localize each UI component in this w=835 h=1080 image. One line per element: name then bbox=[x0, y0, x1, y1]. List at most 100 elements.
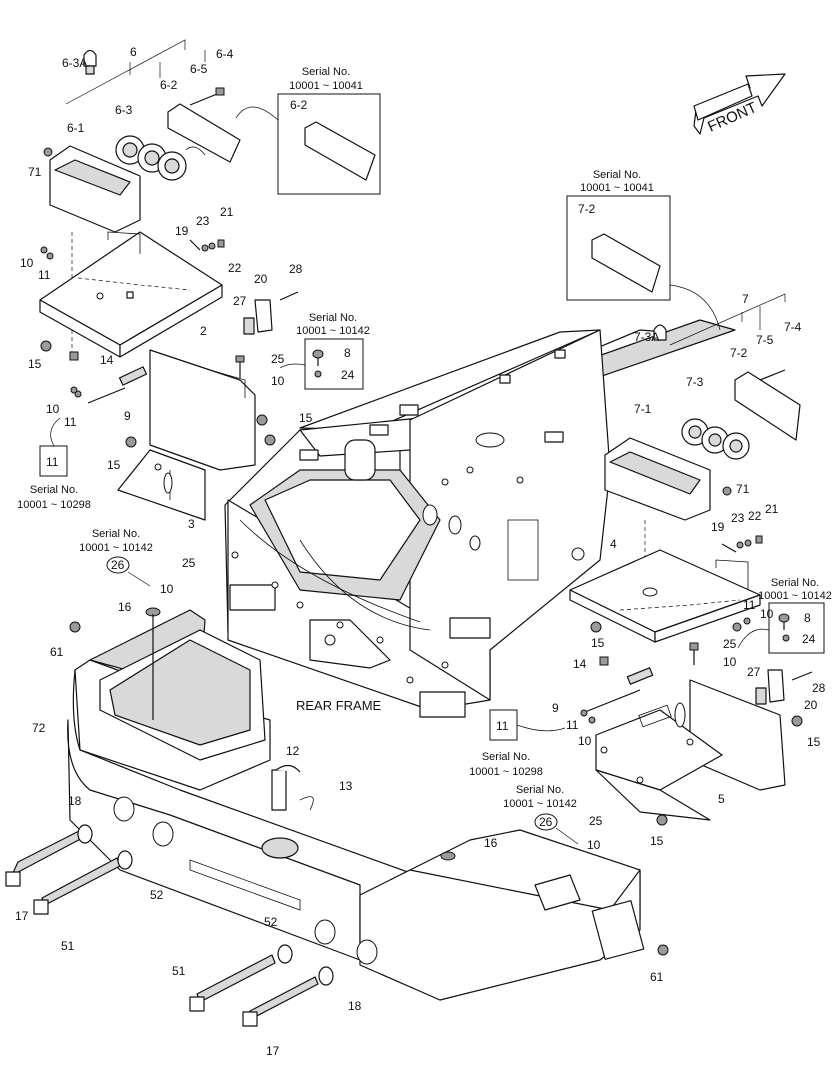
callout-label: 27 bbox=[233, 294, 247, 308]
callout-label: 71 bbox=[736, 482, 750, 496]
serial-box-26-bot: Serial No. 10001 ~ 10142 26 bbox=[503, 784, 579, 845]
callout-label: 7-3 bbox=[686, 375, 704, 389]
callout-label: 11 bbox=[743, 598, 756, 612]
serial-title: Serial No. bbox=[771, 577, 819, 589]
callout-label: 51 bbox=[172, 964, 186, 978]
serial-part: 6-2 bbox=[290, 98, 308, 112]
callout-label: 10 bbox=[587, 838, 601, 852]
callout-label: 18 bbox=[68, 794, 82, 808]
callout-label: 13 bbox=[339, 779, 353, 793]
callout-label: 9 bbox=[124, 409, 131, 423]
serial-part: 11 bbox=[46, 455, 59, 469]
callout-label: 23 bbox=[731, 511, 745, 525]
right-bracket bbox=[580, 642, 813, 826]
callout-label: 27 bbox=[747, 665, 761, 679]
rear-frame: REAR FRAME bbox=[224, 319, 736, 718]
callout-label: 10 bbox=[20, 256, 34, 270]
serial-part: 8 bbox=[344, 346, 351, 360]
callout-label: 4 bbox=[610, 537, 617, 551]
callout-label: 15 bbox=[807, 735, 821, 749]
serial-title: Serial No. bbox=[309, 312, 357, 324]
callout-label: 25 bbox=[182, 556, 196, 570]
serial-range: 10001 ~ 10298 bbox=[17, 499, 91, 511]
serial-part: 24 bbox=[802, 632, 816, 646]
serial-box-8-24-top: Serial No. 10001 ~ 10142 8 24 bbox=[279, 312, 370, 390]
callout-label: 19 bbox=[711, 520, 725, 534]
serial-range: 10001 ~ 10142 bbox=[296, 325, 370, 337]
right-cover bbox=[569, 535, 763, 666]
serial-part: 24 bbox=[341, 368, 355, 382]
callout-label: 7-1 bbox=[634, 402, 652, 416]
callout-label: 6-1 bbox=[67, 121, 85, 135]
serial-range: 10001 ~ 10041 bbox=[580, 182, 654, 194]
callout-label: 25 bbox=[589, 814, 603, 828]
callout-label: 51 bbox=[61, 939, 75, 953]
callout-label: 6 bbox=[130, 45, 137, 59]
callout-label: 14 bbox=[100, 353, 114, 367]
serial-title: Serial No. bbox=[593, 169, 641, 181]
callout-label: 22 bbox=[748, 509, 762, 523]
callout-label: 7-3A bbox=[634, 330, 659, 344]
callout-label: 10 bbox=[723, 655, 737, 669]
callout-label: 6-3A bbox=[62, 56, 87, 70]
serial-box-11-left: 11 Serial No. 10001 ~ 10298 bbox=[17, 417, 91, 511]
callout-label: 16 bbox=[484, 836, 498, 850]
callout-label: 20 bbox=[254, 272, 268, 286]
callout-label: 7-2 bbox=[730, 346, 748, 360]
left-cover bbox=[39, 231, 225, 361]
callout-label: 10 bbox=[46, 402, 60, 416]
callout-label: 71 bbox=[28, 165, 42, 179]
callout-label: 23 bbox=[196, 214, 210, 228]
serial-part: 26 bbox=[111, 558, 125, 572]
callout-label: 61 bbox=[650, 970, 664, 984]
serial-box-11-mid: 11 Serial No. 10001 ~ 10298 bbox=[469, 709, 566, 778]
serial-range: 10001 ~ 10298 bbox=[469, 766, 543, 778]
callout-label: 15 bbox=[650, 834, 664, 848]
callout-label: 2 bbox=[200, 324, 207, 338]
serial-part: 11 bbox=[496, 719, 509, 733]
callout-label: 12 bbox=[286, 744, 300, 758]
callout-label: 15 bbox=[299, 411, 313, 425]
callout-label: 20 bbox=[804, 698, 818, 712]
callout-label: 5 bbox=[718, 792, 725, 806]
serial-range: 10001 ~ 10142 bbox=[503, 798, 577, 810]
serial-title: Serial No. bbox=[30, 484, 78, 496]
callout-label: 15 bbox=[28, 357, 42, 371]
serial-box-6-2: Serial No. 10001 ~ 10041 6-2 bbox=[235, 66, 381, 195]
callout-label: 10 bbox=[760, 607, 774, 621]
right-lamp-assembly bbox=[604, 293, 801, 592]
callout-label: 25 bbox=[271, 352, 285, 366]
callout-label: 15 bbox=[107, 458, 121, 472]
callout-label: 10 bbox=[271, 374, 285, 388]
callout-label: 72 bbox=[32, 721, 46, 735]
callout-label: 18 bbox=[348, 999, 362, 1013]
counterweight bbox=[67, 607, 669, 1001]
callout-label: 7-4 bbox=[784, 320, 802, 334]
serial-title: Serial No. bbox=[482, 751, 530, 763]
callout-label: 21 bbox=[220, 205, 234, 219]
callout-label: 17 bbox=[15, 909, 29, 923]
serial-range: 10001 ~ 10041 bbox=[289, 80, 363, 92]
callout-label: 28 bbox=[812, 681, 826, 695]
callout-label: 10 bbox=[160, 582, 174, 596]
serial-part: 7-2 bbox=[578, 202, 596, 216]
callout-label: 14 bbox=[573, 657, 587, 671]
callout-label: 15 bbox=[591, 636, 605, 650]
callout-label: 6-4 bbox=[216, 47, 234, 61]
callout-label: 6-3 bbox=[115, 103, 133, 117]
left-lamp-assembly bbox=[43, 39, 241, 355]
callout-label: 28 bbox=[289, 262, 303, 276]
rear-frame-label: REAR FRAME bbox=[296, 698, 382, 713]
callout-label: 9 bbox=[552, 701, 559, 715]
callout-label: 22 bbox=[228, 261, 242, 275]
callout-label: 17 bbox=[266, 1044, 280, 1058]
left-bracket bbox=[70, 291, 299, 521]
serial-box-7-2: Serial No. 10001 ~ 10041 7-2 bbox=[566, 169, 721, 331]
callout-label: 7-5 bbox=[756, 333, 774, 347]
serial-range: 10001 ~ 10142 bbox=[758, 590, 832, 602]
callout-label: 16 bbox=[118, 600, 132, 614]
callout-label: 61 bbox=[50, 645, 64, 659]
callout-label: 21 bbox=[765, 502, 779, 516]
